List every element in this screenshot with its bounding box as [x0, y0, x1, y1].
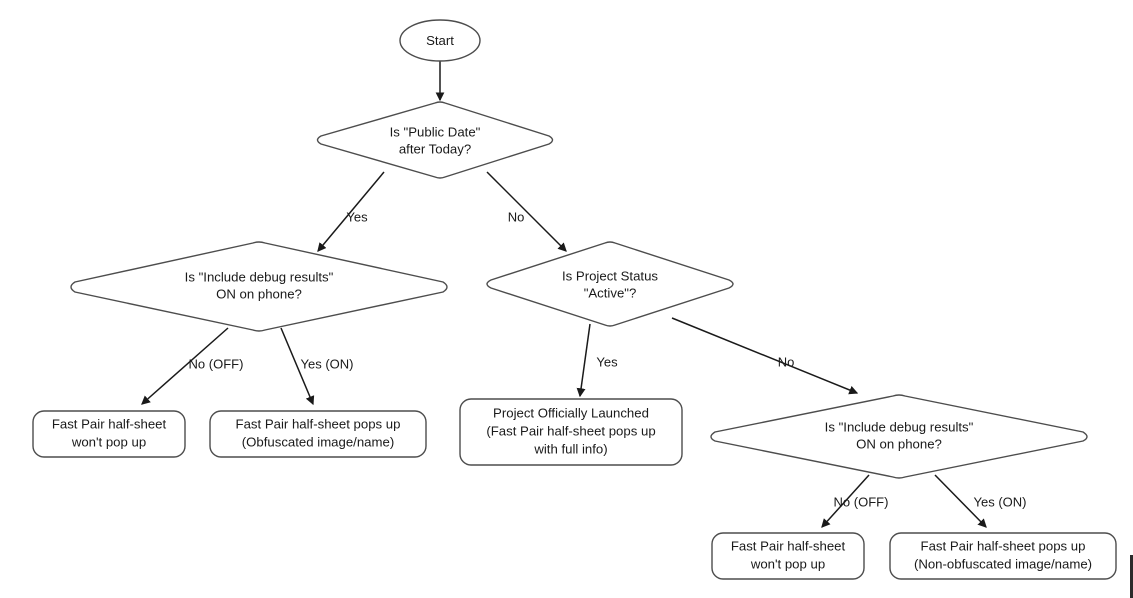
connector-group [141, 61, 987, 528]
terminal-no-popup-right-line2: won't pop up [750, 556, 825, 571]
terminal-launched-box [459, 398, 683, 466]
edge-debug-right-no [821, 474, 870, 528]
debug-right-diamond [710, 394, 1088, 479]
terminal-launched-line3: with full info) [533, 441, 607, 456]
start-label: Start [426, 33, 454, 48]
terminal-no-popup-left-line1: Fast Pair half-sheet [52, 416, 167, 431]
edge-debug-left-yes [280, 327, 315, 406]
edge-public-date-no [486, 171, 567, 252]
terminal-no-popup-right-line1: Fast Pair half-sheet [731, 538, 846, 553]
node-terminal-launched[interactable]: Project Officially Launched (Fast Pair h… [459, 398, 683, 466]
node-terminal-obfuscated[interactable]: Fast Pair half-sheet pops up (Obfuscated… [209, 410, 427, 458]
node-terminal-no-popup-right[interactable]: Fast Pair half-sheet won't pop up [711, 532, 865, 580]
debug-right-label-line2: ON on phone? [856, 436, 942, 451]
debug-left-label-line2: ON on phone? [216, 286, 302, 301]
edge-label-project-status-no: No [778, 354, 795, 369]
page-edge-marker [1130, 555, 1133, 598]
terminal-launched-line1: Project Officially Launched [493, 405, 649, 420]
public-date-label-line1: Is "Public Date" [390, 124, 481, 139]
edge-public-date-yes [317, 171, 385, 252]
edge-debug-right-yes [934, 474, 987, 528]
edge-label-public-date-no: No [508, 209, 525, 224]
debug-right-label-line1: Is "Include debug results" [825, 419, 974, 434]
project-status-diamond [486, 241, 734, 327]
edge-label-debug-right-no: No (OFF) [834, 494, 889, 509]
terminal-obfuscated-line1: Fast Pair half-sheet pops up [236, 416, 401, 431]
terminal-obfuscated-line2: (Obfuscated image/name) [242, 434, 394, 449]
edge-label-debug-right-yes: Yes (ON) [974, 494, 1027, 509]
edge-label-debug-left-yes: Yes (ON) [301, 356, 354, 371]
terminal-no-popup-left-box [32, 410, 186, 458]
terminal-launched-line2: (Fast Pair half-sheet pops up [486, 423, 655, 438]
start-ellipse [399, 19, 481, 62]
debug-left-label-line1: Is "Include debug results" [185, 269, 334, 284]
edge-label-public-date-yes: Yes [346, 209, 368, 224]
terminal-non-obfuscated-line2: (Non-obfuscated image/name) [914, 556, 1092, 571]
edge-label-group: Yes No No (OFF) Yes (ON) Yes No No (OFF)… [189, 209, 1027, 509]
node-start[interactable]: Start [399, 19, 481, 62]
edge-debug-left-no [141, 327, 229, 405]
terminal-no-popup-right-box [711, 532, 865, 580]
project-status-label-line2: "Active"? [584, 285, 637, 300]
edge-project-status-yes [576, 323, 591, 398]
terminal-non-obfuscated-line1: Fast Pair half-sheet pops up [921, 538, 1086, 553]
node-decision-project-status[interactable]: Is Project Status "Active"? [486, 241, 734, 327]
terminal-no-popup-left-line2: won't pop up [71, 434, 146, 449]
edge-label-debug-left-no: No (OFF) [189, 356, 244, 371]
node-terminal-non-obfuscated[interactable]: Fast Pair half-sheet pops up (Non-obfusc… [889, 532, 1117, 580]
node-decision-debug-right[interactable]: Is "Include debug results" ON on phone? [710, 394, 1088, 479]
node-decision-debug-left[interactable]: Is "Include debug results" ON on phone? [70, 241, 448, 332]
node-terminal-no-popup-left[interactable]: Fast Pair half-sheet won't pop up [32, 410, 186, 458]
terminal-obfuscated-box [209, 410, 427, 458]
debug-left-diamond [70, 241, 448, 332]
edge-project-status-no [671, 317, 859, 395]
project-status-label-line1: Is Project Status [562, 268, 658, 283]
public-date-label-line2: after Today? [399, 141, 471, 156]
terminal-non-obfuscated-box [889, 532, 1117, 580]
public-date-diamond [316, 101, 554, 179]
edge-label-project-status-yes: Yes [596, 354, 618, 369]
node-decision-public-date[interactable]: Is "Public Date" after Today? [316, 101, 554, 179]
